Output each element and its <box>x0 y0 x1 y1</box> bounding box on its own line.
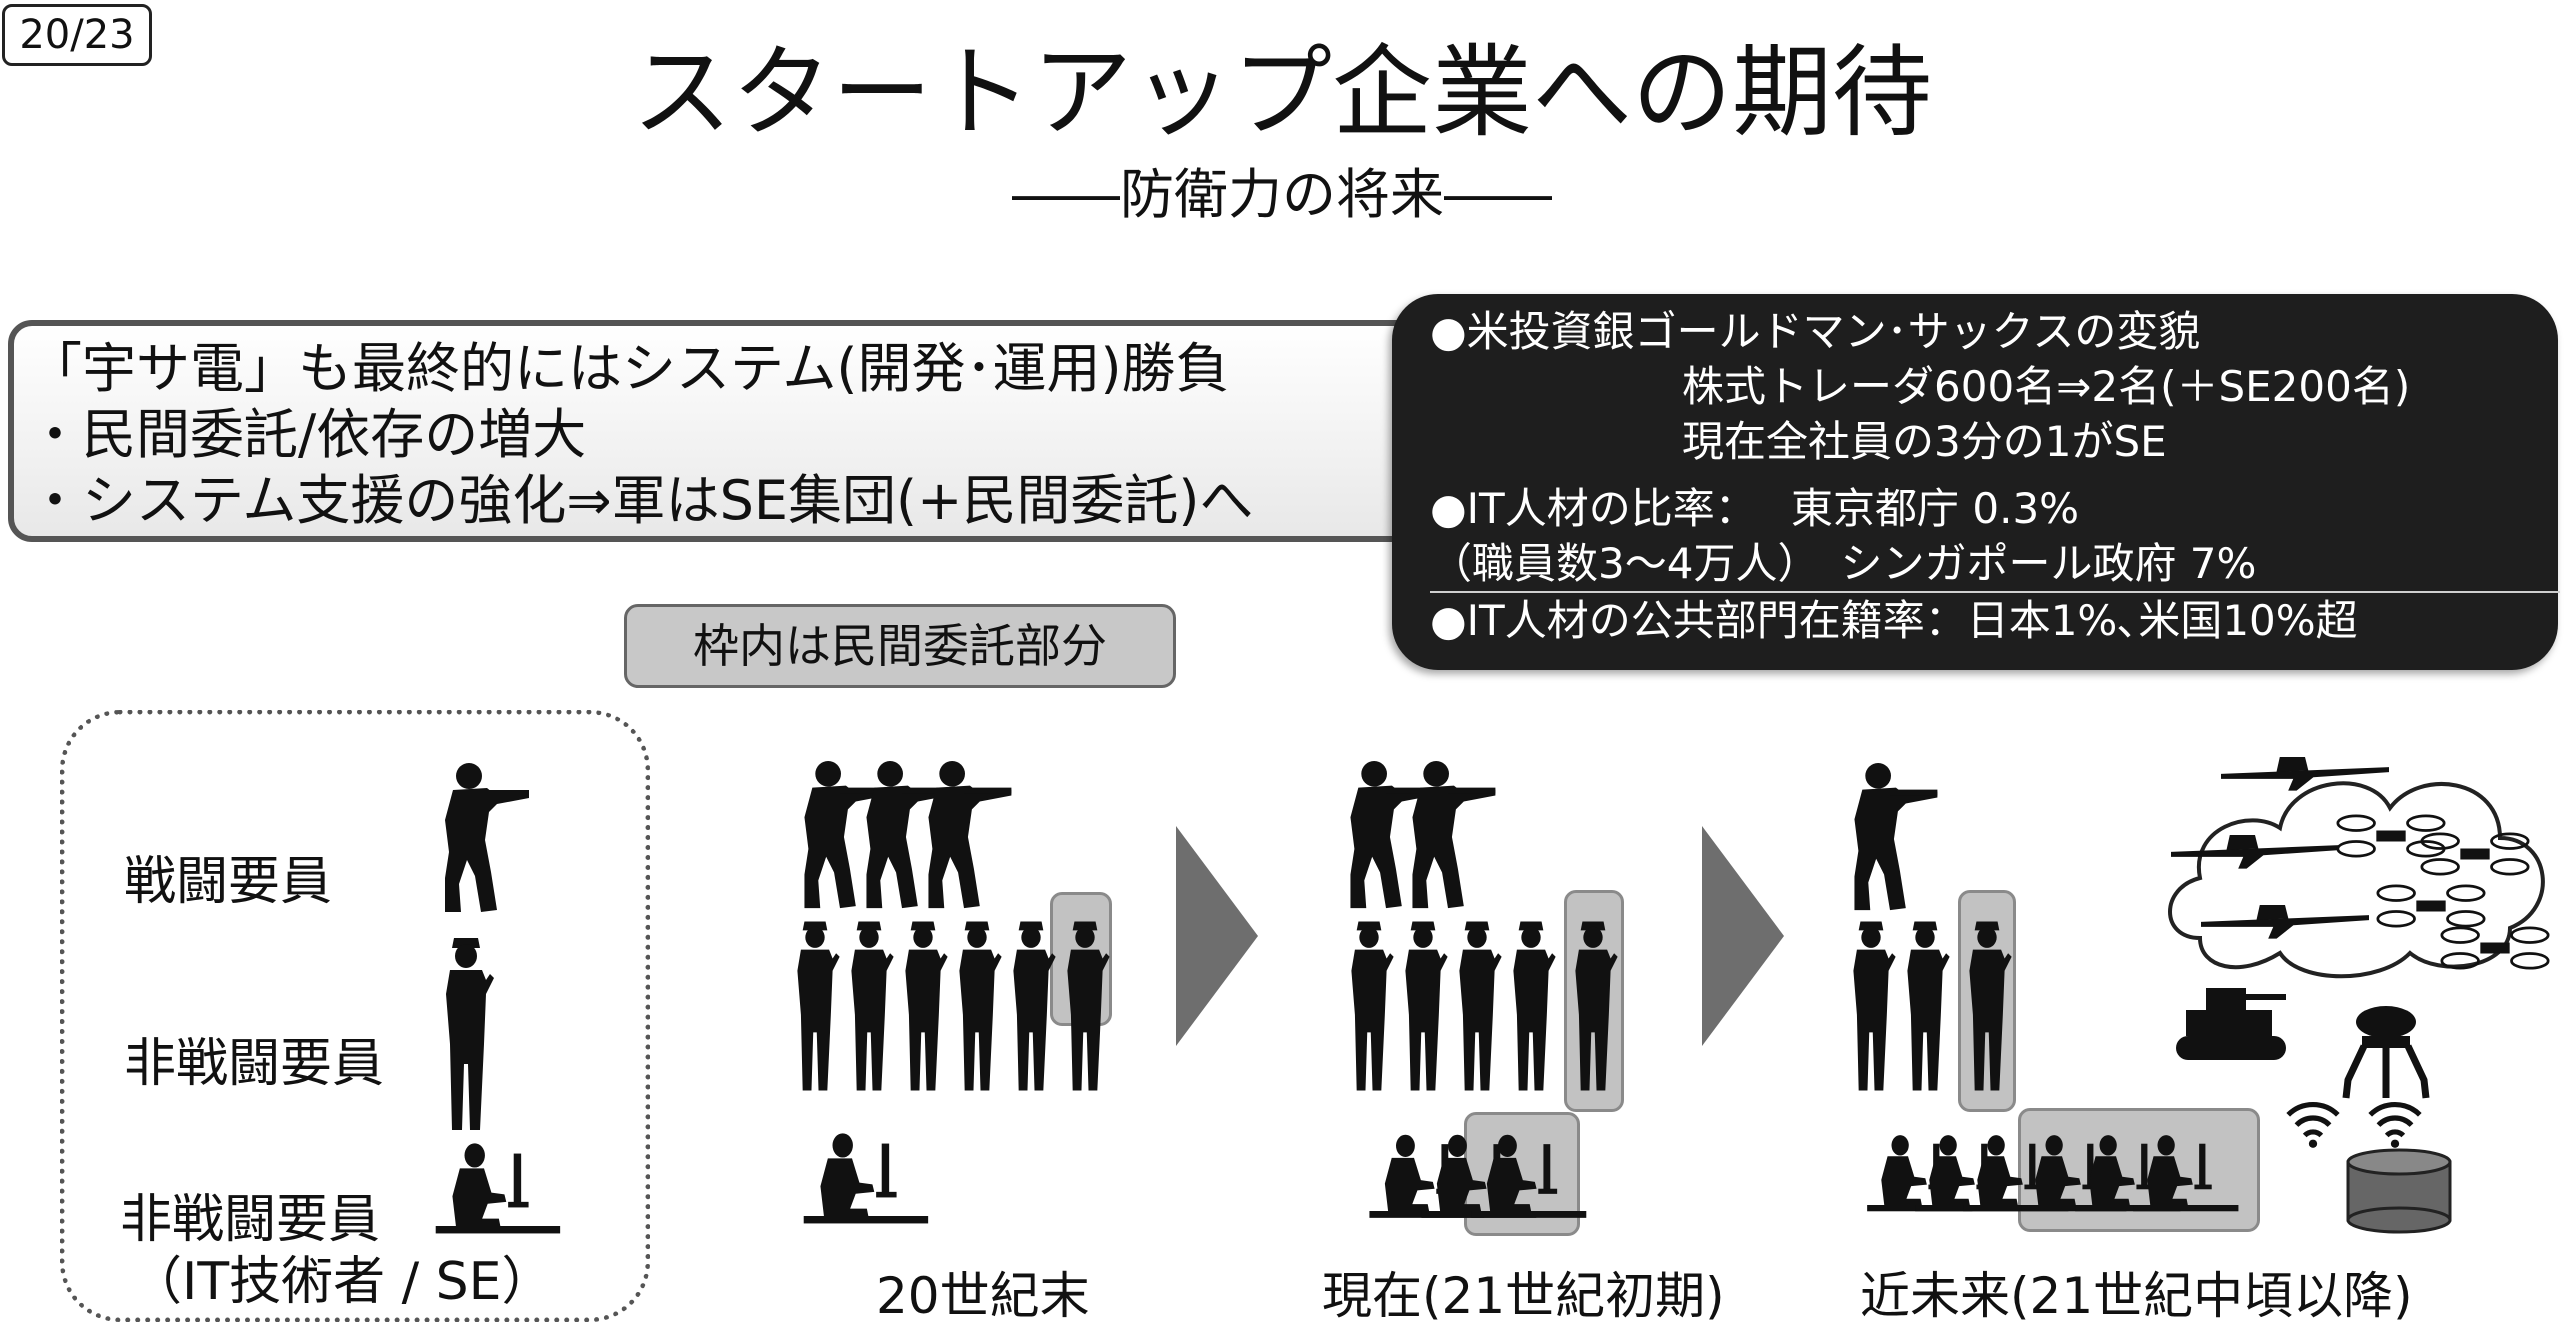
server-icon <box>2346 1148 2452 1234</box>
it-technician-icon <box>2133 1135 2239 1212</box>
officer-icon <box>1907 921 1950 1091</box>
fact-goldman-se-ratio: 現在全社員の3分の1がSE <box>1682 417 2167 466</box>
wifi-icon <box>2282 1090 2344 1152</box>
system-callout-box: 「宇サ電」も最終的にはシステム(開発･運用)勝負 ・民間委託/依存の増大 ・シス… <box>8 320 1448 542</box>
stage-3-label: 近未来(21世紀中頃以降) <box>1860 1267 2413 1325</box>
legend-it-label: 非戦闘要員 <box>120 1190 381 1250</box>
officer-icon <box>905 921 948 1091</box>
uav-icon <box>2171 835 2339 869</box>
officer-icon <box>1013 921 1056 1091</box>
callout-line-1: 「宇サ電」も最終的にはシステム(開発･運用)勝負 <box>28 337 1230 400</box>
page-subtitle: ――防衛力の将来―― <box>1012 163 1552 226</box>
it-technician-icon <box>803 1133 929 1224</box>
wifi-icon <box>2364 1090 2426 1152</box>
it-technician-icon <box>435 1143 561 1234</box>
officer-icon <box>446 938 494 1130</box>
stage-1-label: 20世紀末 <box>876 1267 1090 1325</box>
callout-line-2: ・民間委託/依存の増大 <box>28 403 587 466</box>
officer-icon <box>1513 921 1556 1091</box>
legend-combat-label: 戦闘要員 <box>124 852 333 912</box>
page-title: スタートアップ企業への期待 <box>632 34 1932 151</box>
soldier-icon <box>928 760 1012 909</box>
drone-icon <box>2420 832 2530 876</box>
officer-icon <box>1853 921 1896 1091</box>
drone-icon <box>2440 926 2550 970</box>
arrow-right-icon <box>1702 826 1784 1046</box>
arrow-right-icon <box>1176 826 1258 1046</box>
robot-tank-icon <box>2176 988 2286 1060</box>
officer-icon <box>1067 921 1110 1091</box>
legend-box <box>60 710 650 1322</box>
officer-icon <box>851 921 894 1091</box>
uav-icon <box>2221 757 2389 791</box>
fact-it-ratio: ●IT人材の比率： 東京都庁 0.3% <box>1430 484 2080 533</box>
soldier-icon <box>445 763 529 912</box>
it-technician-icon <box>1471 1134 1587 1218</box>
soldier-icon <box>1854 762 1938 911</box>
legend-noncombat-label: 非戦闘要員 <box>124 1034 385 1094</box>
walker-robot-icon <box>2342 1006 2430 1099</box>
stage-2-label: 現在(21世紀初期) <box>1322 1267 1725 1325</box>
fact-public-sector-rate: ●IT人材の公共部門在籍率：日本1%､米国10%超 <box>1430 596 2358 645</box>
fact-goldman-traders: 株式トレーダ600名⇒2名(＋SE200名) <box>1682 362 2411 411</box>
fact-goldman-heading: ●米投資銀ゴールドマン･サックスの変貌 <box>1430 307 2201 356</box>
officer-icon <box>797 921 840 1091</box>
officer-icon <box>1459 921 1502 1091</box>
facts-box: ●米投資銀ゴールドマン･サックスの変貌 株式トレーダ600名⇒2名(＋SE200… <box>1392 294 2560 670</box>
officer-icon <box>1351 921 1394 1091</box>
page-number: 20/23 <box>2 4 152 66</box>
officer-icon <box>1969 921 2012 1091</box>
outsource-label: 枠内は民間委託部分 <box>624 604 1176 688</box>
callout-line-3: ・システム支援の強化⇒軍はSE集団(+民間委託)へ <box>28 469 1254 532</box>
soldier-icon <box>1412 760 1496 909</box>
legend-it-sublabel: （IT技術者 / SE） <box>130 1252 554 1312</box>
uav-icon <box>2201 905 2369 939</box>
officer-icon <box>1575 921 1618 1091</box>
officer-icon <box>959 921 1002 1091</box>
fact-it-ratio-detail: （職員数3～4万人） シンガポール政府 7% <box>1430 536 2560 593</box>
officer-icon <box>1405 921 1448 1091</box>
